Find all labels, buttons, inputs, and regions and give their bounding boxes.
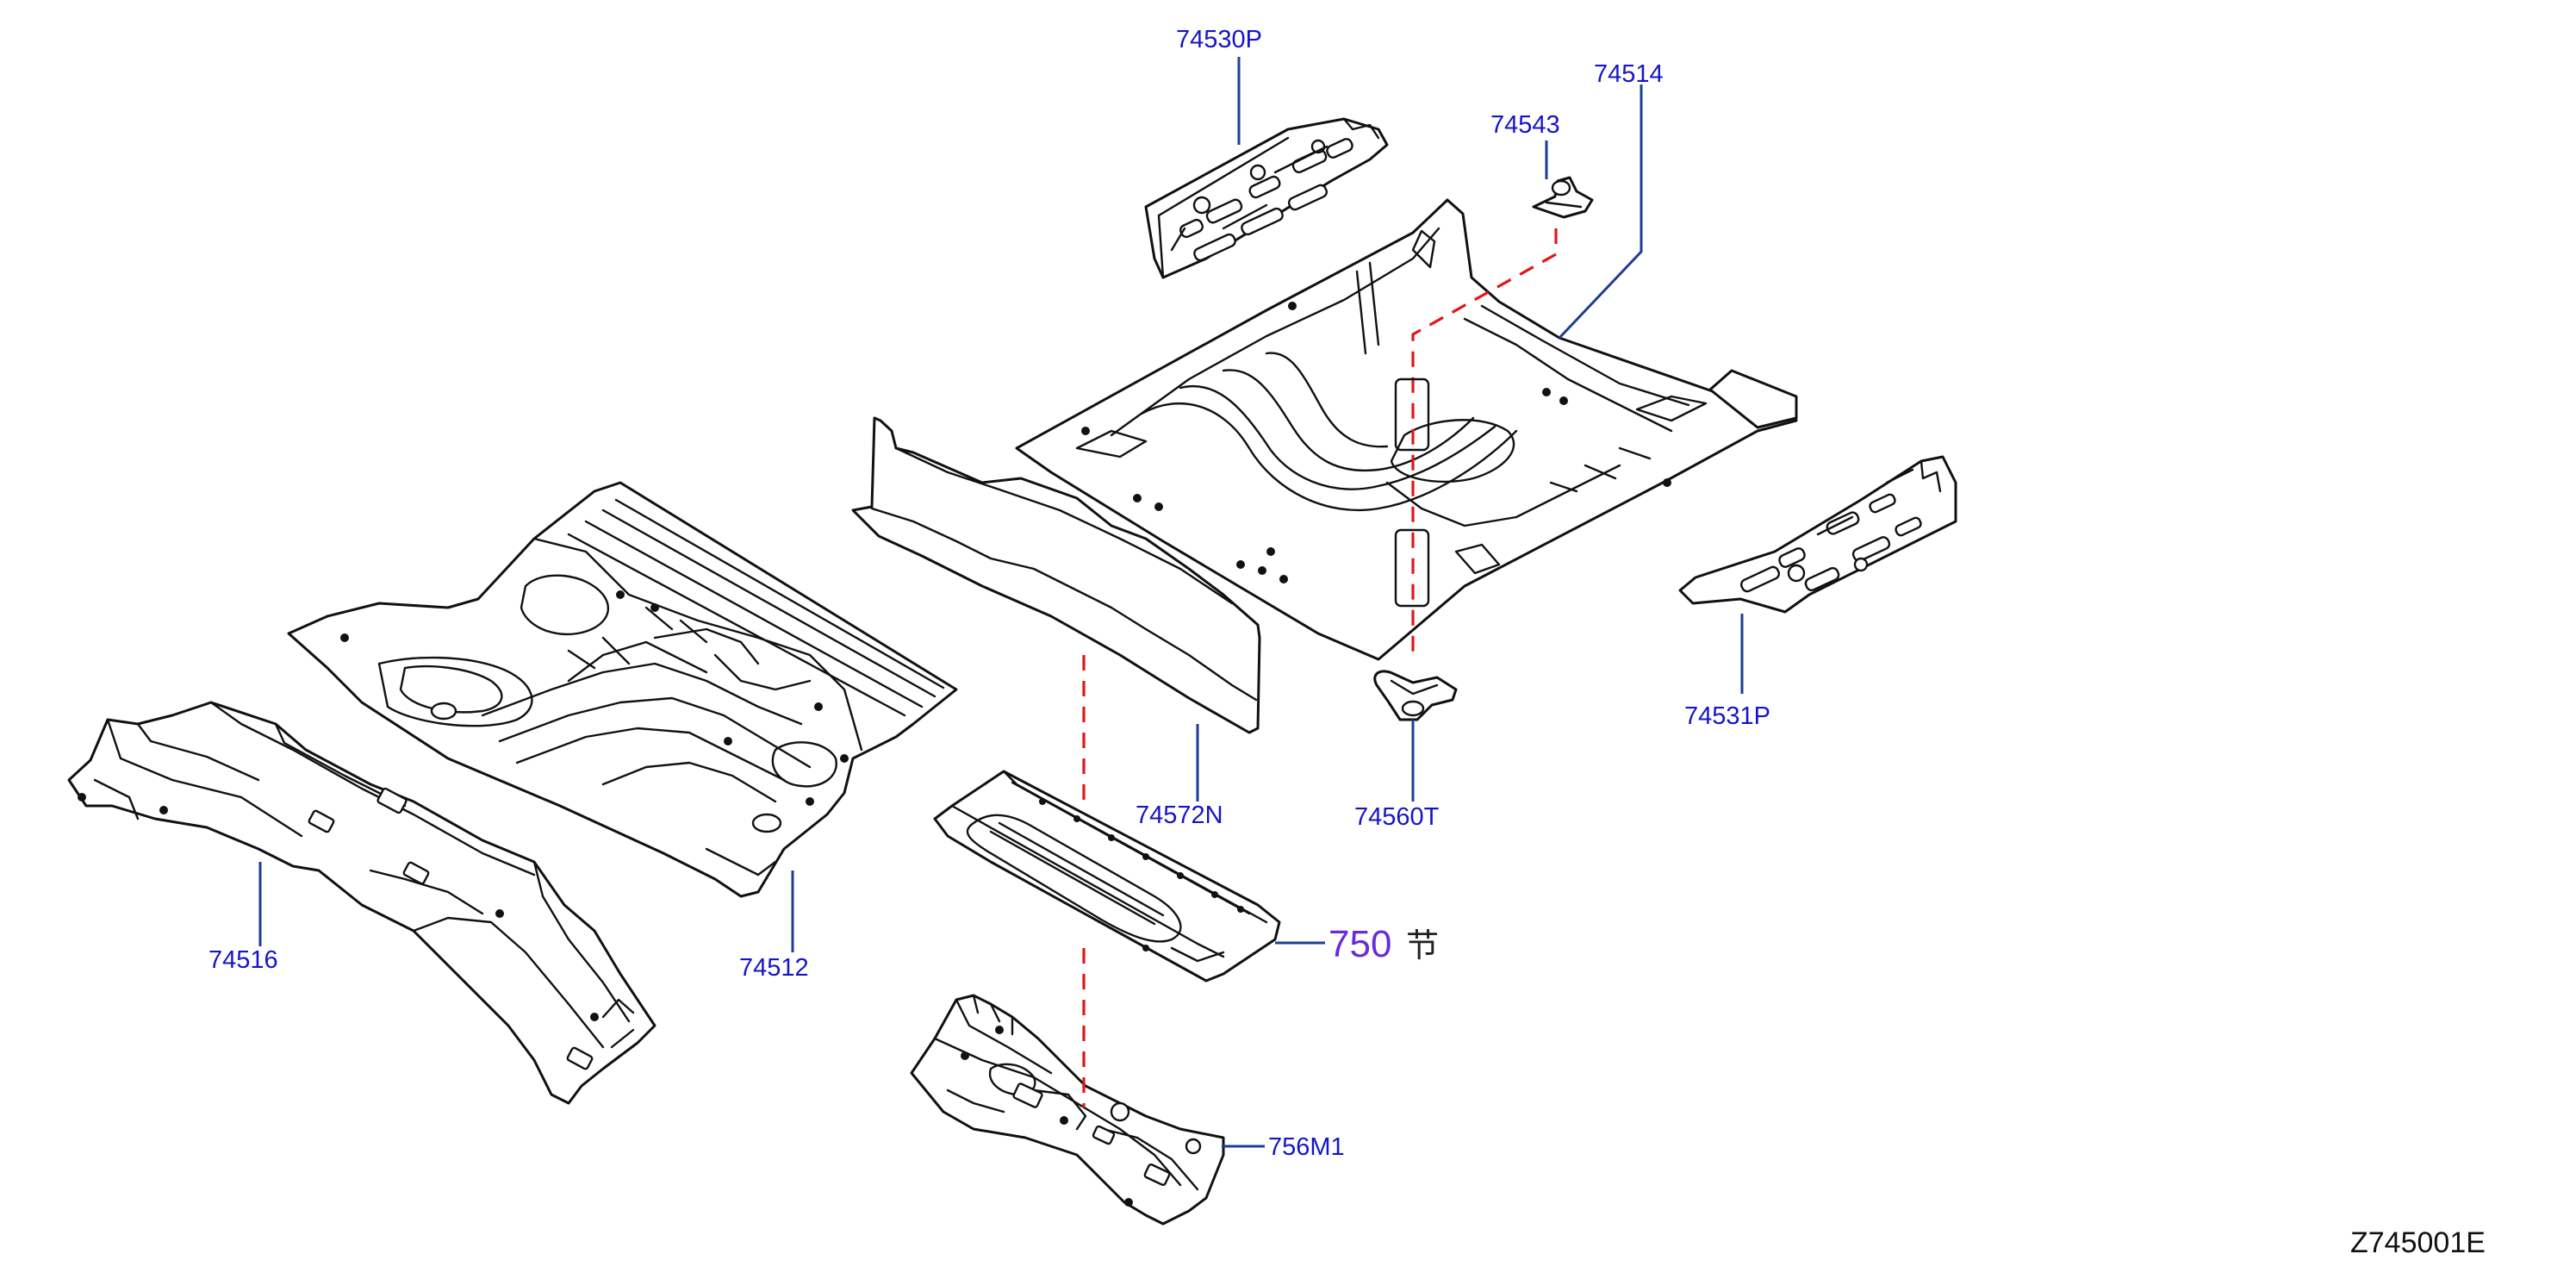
label-750[interactable]: 750 — [1328, 923, 1391, 965]
label-74514[interactable]: 74514 — [1594, 60, 1664, 88]
leader-lines — [258, 57, 1744, 1148]
guide-marker-upper — [1394, 377, 1430, 452]
part-74531P-drawing[interactable] — [1678, 455, 1957, 614]
label-74516[interactable]: 74516 — [208, 946, 278, 974]
part-74560T-drawing[interactable] — [1373, 670, 1458, 721]
part-labels: 74530P 74514 74543 74531P 74560T 74572N … — [208, 26, 1770, 1161]
part-756M1-drawing[interactable] — [910, 994, 1225, 1226]
label-74560T[interactable]: 74560T — [1354, 803, 1440, 831]
label-74531P[interactable]: 74531P — [1684, 702, 1770, 730]
part-74572N-drawing[interactable] — [851, 416, 1261, 734]
part-750-drawing[interactable] — [933, 770, 1281, 983]
label-750-suffix: 节 — [1406, 926, 1439, 964]
part-74543-drawing[interactable] — [1532, 176, 1594, 219]
guide-74543-to-floor — [1411, 228, 1558, 659]
part-74514-drawing[interactable] — [1015, 198, 1798, 661]
guide-marker-lower — [1394, 528, 1430, 608]
part-74512-drawing[interactable] — [287, 481, 958, 898]
label-74572N[interactable]: 74572N — [1136, 802, 1223, 829]
label-74512[interactable]: 74512 — [739, 954, 809, 982]
leader-74514 — [1558, 84, 1643, 340]
drawing-code: Z745001E — [2350, 1226, 2486, 1259]
label-74543[interactable]: 74543 — [1490, 111, 1560, 139]
alignment-guides — [1082, 228, 1558, 1107]
label-756M1[interactable]: 756M1 — [1268, 1133, 1345, 1161]
part-74530P-drawing[interactable] — [1144, 117, 1389, 279]
label-74530P[interactable]: 74530P — [1176, 26, 1262, 53]
part-74516-drawing[interactable] — [67, 701, 656, 1105]
